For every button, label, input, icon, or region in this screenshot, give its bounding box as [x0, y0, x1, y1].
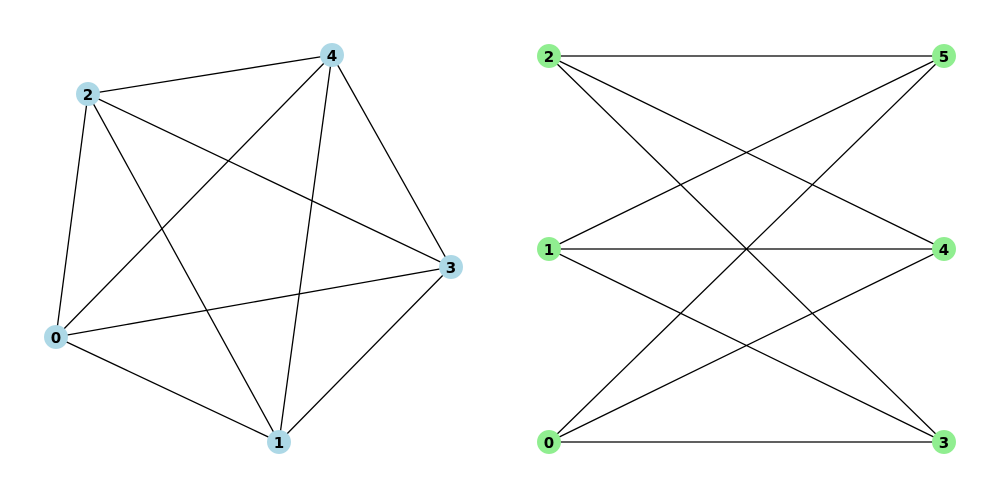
edge-1-3 — [548, 248, 945, 443]
edge-3-4 — [331, 54, 452, 268]
node-0: 0 — [44, 325, 68, 349]
node-1: 1 — [267, 430, 291, 454]
edge-1-3 — [278, 266, 452, 443]
node-circle — [320, 43, 344, 67]
node-label: 0 — [51, 329, 61, 347]
edge-2-3 — [548, 55, 945, 443]
node-label: 5 — [939, 48, 949, 66]
node-3: 3 — [932, 430, 956, 454]
node-label: 1 — [274, 434, 284, 452]
node-label: 2 — [544, 48, 554, 66]
node-label: 1 — [544, 241, 554, 259]
node-circle — [44, 325, 68, 349]
node-0: 0 — [537, 430, 561, 454]
node-2: 2 — [76, 82, 100, 106]
edge-2-4 — [548, 55, 945, 250]
node-4: 4 — [320, 43, 344, 67]
edge-1-4 — [278, 54, 333, 443]
edge-0-3 — [55, 266, 452, 338]
edge-0-2 — [55, 93, 89, 338]
node-label: 3 — [446, 259, 456, 277]
node-circle — [439, 255, 463, 279]
complete-bipartite-k33: 0 1 2 3 4 5 — [537, 44, 956, 454]
edges — [548, 55, 945, 443]
edge-0-1 — [55, 336, 280, 443]
node-label: 4 — [327, 47, 337, 65]
node-circle — [537, 44, 561, 68]
edge-2-4 — [87, 54, 333, 95]
node-label: 3 — [939, 434, 949, 452]
node-circle — [76, 82, 100, 106]
node-circle — [267, 430, 291, 454]
node-circle — [932, 44, 956, 68]
node-circle — [537, 237, 561, 261]
node-3: 3 — [439, 255, 463, 279]
node-circle — [932, 237, 956, 261]
edge-2-3 — [87, 93, 452, 268]
nodes: 0 1 2 3 4 5 — [537, 44, 956, 454]
node-1: 1 — [537, 237, 561, 261]
complete-graph-k5: 0 1 2 3 4 — [44, 43, 463, 454]
nodes: 0 1 2 3 4 — [44, 43, 463, 454]
node-label: 4 — [939, 241, 949, 259]
edge-1-2 — [87, 93, 280, 443]
node-5: 5 — [932, 44, 956, 68]
node-circle — [932, 430, 956, 454]
node-4: 4 — [932, 237, 956, 261]
node-circle — [537, 430, 561, 454]
edge-0-4 — [55, 54, 333, 338]
node-2: 2 — [537, 44, 561, 68]
edges — [55, 54, 452, 443]
node-label: 2 — [83, 86, 93, 104]
node-label: 0 — [544, 434, 554, 452]
